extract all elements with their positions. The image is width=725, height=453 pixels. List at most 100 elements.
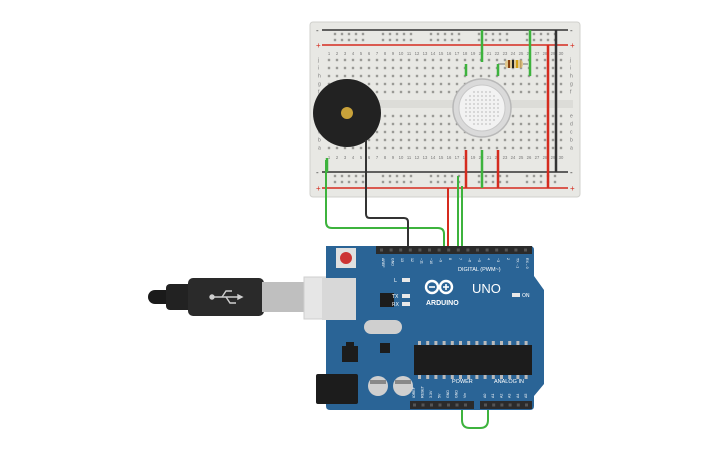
rail-hole[interactable] [477, 180, 481, 184]
breadboard-hole[interactable] [399, 146, 403, 150]
header-pin[interactable] [525, 403, 528, 407]
rail-hole[interactable] [347, 32, 351, 36]
breadboard-hole[interactable] [511, 130, 515, 134]
rail-hole[interactable] [361, 32, 365, 36]
rail-hole[interactable] [388, 38, 392, 42]
header-pin[interactable] [428, 248, 431, 252]
breadboard-hole[interactable] [383, 114, 387, 118]
breadboard-hole[interactable] [455, 146, 459, 150]
breadboard-hole[interactable] [431, 138, 435, 142]
analog-header[interactable] [480, 401, 532, 409]
rail-hole[interactable] [361, 38, 365, 42]
breadboard-hole[interactable] [479, 74, 483, 78]
breadboard-hole[interactable] [447, 66, 451, 70]
header-pin[interactable] [413, 403, 416, 407]
breadboard-hole[interactable] [543, 130, 547, 134]
reset-button[interactable] [340, 252, 352, 264]
rail-hole[interactable] [491, 180, 495, 184]
breadboard-hole[interactable] [463, 138, 467, 142]
header-pin[interactable] [485, 248, 489, 252]
rail-hole[interactable] [340, 38, 344, 42]
rail-hole[interactable] [409, 32, 413, 36]
header-pin[interactable] [380, 248, 383, 252]
breadboard-hole[interactable] [487, 146, 491, 150]
breadboard-hole[interactable] [439, 90, 443, 94]
header-pin[interactable] [500, 403, 504, 407]
breadboard-hole[interactable] [551, 66, 555, 70]
breadboard-hole[interactable] [407, 58, 411, 62]
breadboard-hole[interactable] [535, 138, 539, 142]
rail-hole[interactable] [436, 174, 440, 178]
breadboard-hole[interactable] [367, 66, 371, 70]
rail-hole[interactable] [436, 38, 440, 42]
breadboard-hole[interactable] [535, 82, 539, 86]
breadboard-hole[interactable] [551, 130, 555, 134]
breadboard-hole[interactable] [415, 138, 419, 142]
breadboard-hole[interactable] [375, 90, 379, 94]
breadboard-hole[interactable] [415, 82, 419, 86]
rail-hole[interactable] [402, 32, 406, 36]
breadboard-hole[interactable] [359, 66, 363, 70]
rail-hole[interactable] [402, 180, 406, 184]
breadboard-hole[interactable] [431, 82, 435, 86]
breadboard-hole[interactable] [415, 74, 419, 78]
breadboard-hole[interactable] [431, 90, 435, 94]
breadboard-hole[interactable] [407, 122, 411, 126]
breadboard-hole[interactable] [415, 130, 419, 134]
breadboard-hole[interactable] [367, 58, 371, 62]
breadboard-hole[interactable] [447, 82, 451, 86]
rail-hole[interactable] [402, 174, 406, 178]
wire-black-buzzer-to-gnd[interactable] [365, 140, 409, 252]
header-pin[interactable] [504, 248, 508, 252]
breadboard-hole[interactable] [527, 82, 531, 86]
breadboard-hole[interactable] [391, 122, 395, 126]
breadboard-hole[interactable] [519, 130, 523, 134]
rail-hole[interactable] [429, 180, 433, 184]
rail-hole[interactable] [525, 32, 529, 36]
rail-hole[interactable] [333, 32, 337, 36]
header-pin[interactable] [524, 248, 527, 252]
header-pin[interactable] [514, 248, 518, 252]
breadboard-hole[interactable] [367, 146, 371, 150]
header-pin[interactable] [430, 403, 433, 407]
breadboard-hole[interactable] [351, 146, 355, 150]
header-pin[interactable] [421, 403, 425, 407]
rail-hole[interactable] [402, 38, 406, 42]
breadboard-hole[interactable] [543, 146, 547, 150]
breadboard-hole[interactable] [535, 58, 539, 62]
breadboard-hole[interactable] [351, 66, 355, 70]
breadboard-hole[interactable] [519, 74, 523, 78]
breadboard-hole[interactable] [423, 66, 427, 70]
breadboard-hole[interactable] [375, 130, 379, 134]
rail-hole[interactable] [436, 180, 440, 184]
breadboard-hole[interactable] [455, 82, 459, 86]
breadboard-hole[interactable] [463, 58, 467, 62]
header-pin[interactable] [418, 248, 422, 252]
breadboard-hole[interactable] [439, 82, 443, 86]
breadboard-hole[interactable] [423, 138, 427, 142]
breadboard-hole[interactable] [383, 74, 387, 78]
breadboard-hole[interactable] [383, 82, 387, 86]
gas-sensor[interactable] [452, 78, 512, 138]
rail-hole[interactable] [491, 38, 495, 42]
header-pin[interactable] [438, 403, 442, 407]
breadboard-hole[interactable] [383, 58, 387, 62]
breadboard-hole[interactable] [431, 66, 435, 70]
rail-hole[interactable] [498, 180, 502, 184]
breadboard-hole[interactable] [375, 74, 379, 78]
breadboard-hole[interactable] [447, 114, 451, 118]
header-pin[interactable] [476, 248, 479, 252]
breadboard-hole[interactable] [415, 58, 419, 62]
breadboard-hole[interactable] [503, 146, 507, 150]
rail-hole[interactable] [429, 174, 433, 178]
breadboard-hole[interactable] [399, 74, 403, 78]
rail-hole[interactable] [477, 32, 481, 36]
breadboard-hole[interactable] [479, 66, 483, 70]
breadboard-hole[interactable] [543, 122, 547, 126]
breadboard-hole[interactable] [455, 130, 459, 134]
breadboard-hole[interactable] [487, 138, 491, 142]
rail-hole[interactable] [388, 180, 392, 184]
header-pin[interactable] [408, 248, 412, 252]
breadboard-hole[interactable] [559, 90, 563, 94]
rail-hole[interactable] [429, 38, 433, 42]
